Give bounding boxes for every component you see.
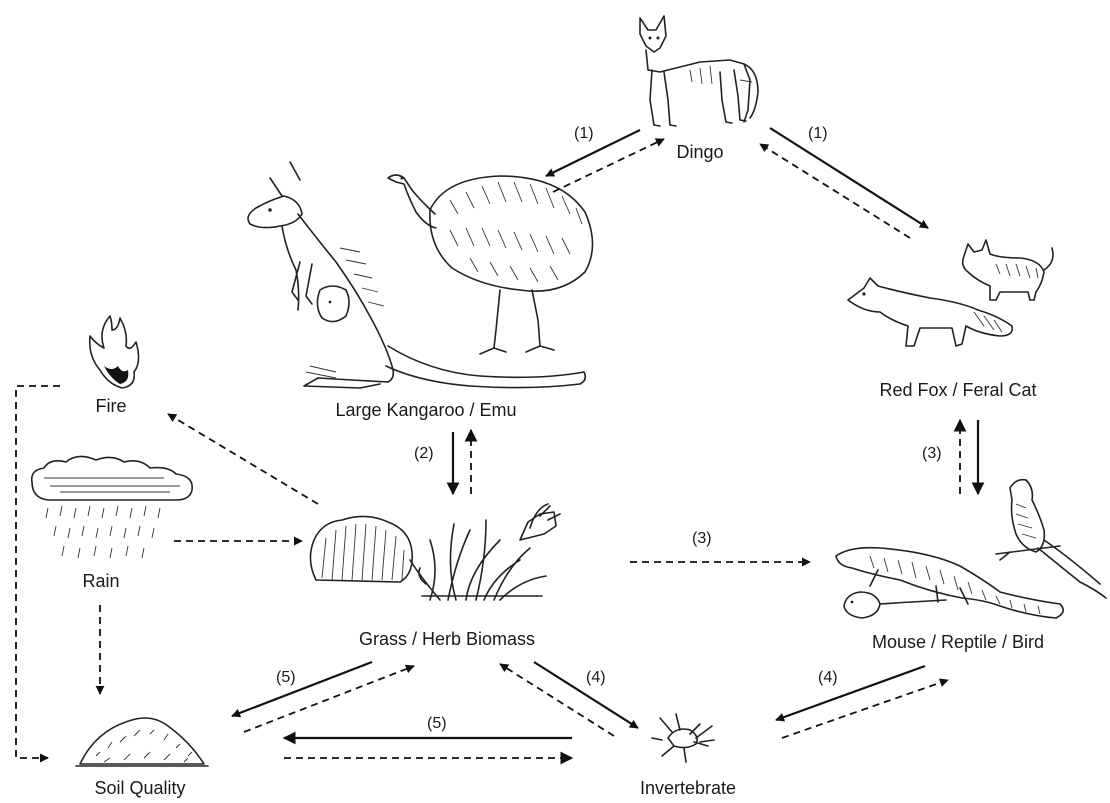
edge-label-grass-soil: (5) [276,669,296,686]
node-label-grass: Grass / Herb Biomass [359,629,535,649]
node-label-fox-cat: Red Fox / Feral Cat [879,380,1036,400]
insect-icon [652,714,714,762]
arrow-grass-to-soil [232,662,372,716]
node-label-kangaroo-emu: Large Kangaroo / Emu [335,400,516,420]
fox-cat-illustration [848,240,1053,346]
node-label-invertebrate: Invertebrate [640,778,736,798]
node-label-dingo: Dingo [676,142,723,162]
soil-mound-icon [76,718,208,766]
mouse-lizard-bird-illustration [836,480,1106,618]
arrow-fox-to-dingo [760,144,910,238]
edge-label-soil-invertebrate: (5) [427,715,447,732]
arrow-mouse-to-invertebrate [776,666,925,720]
arrow-fire-to-soil [16,386,60,758]
edge-label-kangaroo-grass: (2) [414,445,434,462]
edge-label-dingo-kangaroo: (1) [574,125,594,142]
arrow-dingo-to-fox [770,128,928,228]
node-label-rain: Rain [82,571,119,591]
node-label-mouse-reptile-bird: Mouse / Reptile / Bird [872,632,1044,652]
edge-label-mouse-invertebrate: (4) [818,669,838,686]
grass-shrub-illustration [310,504,560,600]
edge-label-grass-invertebrate: (4) [586,669,606,686]
flame-icon [90,316,139,388]
node-label-soil: Soil Quality [94,778,185,798]
rain-cloud-icon [32,456,192,558]
arrow-grass-to-fire [168,414,318,504]
node-label-fire: Fire [96,396,127,416]
edge-label-fox-mouse: (3) [922,445,942,462]
edge-label-dingo-fox: (1) [808,125,828,142]
kangaroo-emu-illustration [248,162,593,388]
dingo-illustration [640,16,758,126]
arrow-soil-to-grass [244,666,414,732]
edge-label-grass-mouse: (3) [692,530,712,547]
